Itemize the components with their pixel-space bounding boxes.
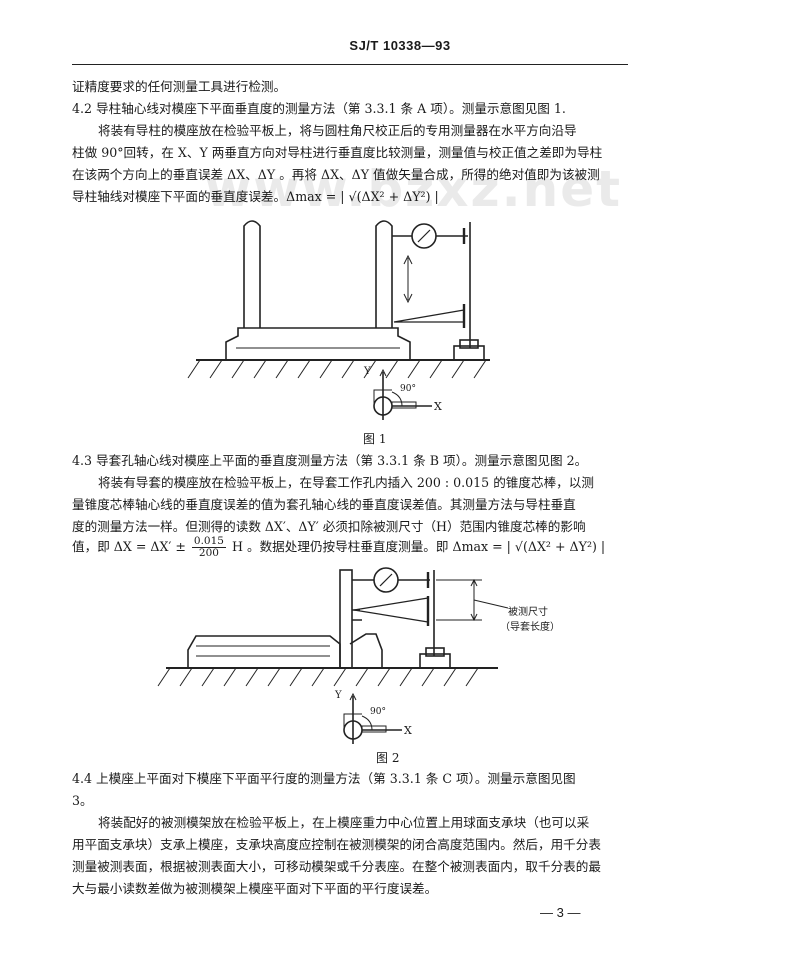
section-4-4-line: 大与最小读数差做为被测模架上模座平面对下平面的平行度误差。 xyxy=(72,881,438,896)
section-4-4-line: 用平面支承块）支承上模座，支承块高度应控制在被测模架的闭合高度范围内。然后，用千… xyxy=(72,837,601,852)
formula-prefix: 值，即 ΔX = ΔX′ ± xyxy=(72,539,186,554)
watermark: www.bzxz.net xyxy=(205,160,623,218)
formula-suffix: H 。数据处理仍按导柱垂直度测量。即 Δmax = | √(ΔX² + ΔY²)… xyxy=(231,539,606,554)
figure-1-caption: 图 1 xyxy=(363,432,387,446)
fraction-denominator: 200 xyxy=(198,547,219,559)
header-rule xyxy=(72,64,628,65)
section-4-2-line: 柱做 90°回转，在 X、Y 两垂直方向对导柱进行垂直度比较测量，测量值与校正值… xyxy=(72,145,603,160)
section-4-2-title: 4.2 导柱轴心线对模座下平面垂直度的测量方法（第 3.3.1 条 A 项）。测… xyxy=(72,101,566,116)
section-4-4-line: 将装配好的被测模架放在检验平板上，在上模座重力中心位置上用球面支承块（也可以采 xyxy=(98,815,590,830)
section-4-3-title: 4.3 导套孔轴心线对模座上平面的垂直度测量方法（第 3.3.1 条 B 项）。… xyxy=(72,453,588,468)
fig2-label-bushing-length: （导套长度） xyxy=(500,622,560,633)
section-4-3-line: 量锥度芯棒轴心线的垂直度误差的值为套孔轴心线的垂直度误差值。其测量方法与导柱垂直 xyxy=(72,497,576,512)
fig1-axis-x: X xyxy=(434,400,442,413)
section-4-2-line: 在该两个方向上的垂直误差 ΔX、ΔY 。再将 ΔX、ΔY 值做矢量合成，所得的绝… xyxy=(72,167,600,182)
para-continuation: 证精度要求的任何测量工具进行检测。 xyxy=(72,79,287,94)
page-number: — 3 — xyxy=(540,905,581,920)
section-4-2-formula-line: 导柱轴线对模座下平面的垂直度误差。Δmax = | √(ΔX² + ΔY²) | xyxy=(72,189,439,204)
section-4-4-line: 测量被测表面，根据被测表面大小，可移动模架或千分表座。在整个被测表面内，取千分表… xyxy=(72,859,601,874)
fig1-angle: 90° xyxy=(400,384,416,394)
section-4-4-title-cont: 3。 xyxy=(72,793,93,808)
fig1-axis-y: Y xyxy=(364,366,371,377)
fig2-angle: 90° xyxy=(370,707,386,717)
fraction: 0.015 200 xyxy=(191,535,226,559)
section-4-3-line: 将装有导套的模座放在检验平板上，在导套工作孔内插入 200 : 0.015 的锥… xyxy=(98,475,594,490)
fig2-axis-y: Y xyxy=(335,690,342,701)
section-4-3-formula-line: 值，即 ΔX = ΔX′ ± 0.015 200 H 。数据处理仍按导柱垂直度测… xyxy=(72,532,632,562)
section-4-4-title: 4.4 上模座上平面对下模座下平面平行度的测量方法（第 3.3.1 条 C 项）… xyxy=(72,771,576,786)
figure-2-caption: 图 2 xyxy=(376,751,400,765)
fig2-label-measured-size: 被测尺寸 xyxy=(508,607,548,618)
section-4-3-line: 度的测量方法一样。但测得的读数 ΔX′、ΔY′ 必须扣除被测尺寸（H）范围内锥度… xyxy=(72,519,586,534)
fraction-numerator: 0.015 xyxy=(191,535,226,548)
section-4-2-line: 将装有导柱的模座放在检验平板上，将与圆柱角尺校正后的专用测量器在水平方向沿导 xyxy=(98,123,577,138)
standard-number: SJ/T 10338—93 xyxy=(349,38,451,53)
fig2-axis-x: X xyxy=(404,724,412,737)
